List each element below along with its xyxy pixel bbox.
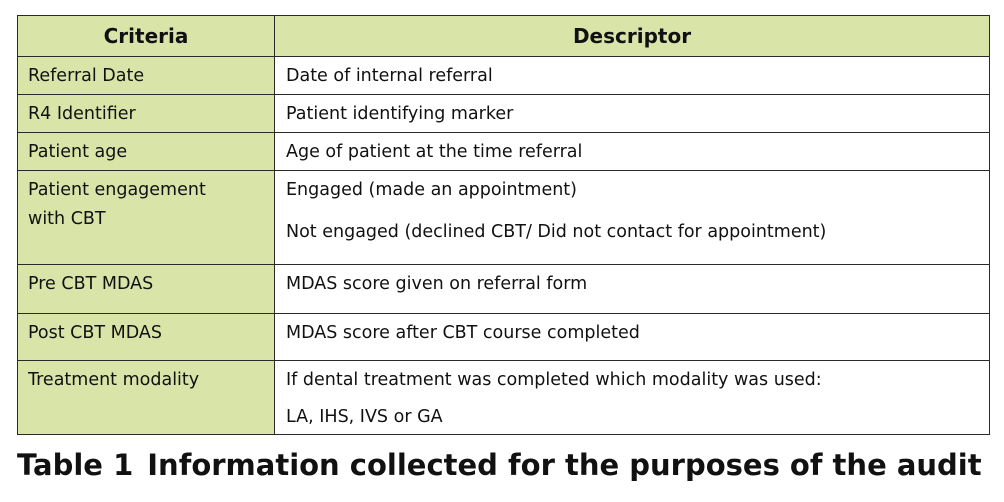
caption-text: Information collected for the purposes o… — [147, 448, 982, 482]
descriptor-text: LA, IHS, IVS or GA — [286, 407, 443, 427]
descriptor-text: Age of patient at the time referral — [286, 142, 583, 162]
table-row: R4 Identifier Patient identifying marker — [17, 94, 990, 133]
header-descriptor: Descriptor — [274, 15, 990, 57]
criteria-text: Patient age — [28, 142, 128, 162]
descriptor-text: Engaged (made an appointment) — [286, 180, 577, 200]
criteria-descriptor-table: Criteria Descriptor Referral Date Date o… — [17, 15, 990, 435]
descriptor-text: Not engaged (declined CBT/ Did not conta… — [286, 222, 827, 242]
criteria-text: Referral Date — [28, 66, 145, 86]
table-caption: Table 1 Information collected for the pur… — [17, 448, 982, 482]
descriptor-cell: Engaged (made an appointment) Not engage… — [274, 170, 990, 265]
descriptor-cell: Date of internal referral — [274, 56, 990, 95]
descriptor-cell: MDAS score after CBT course completed — [274, 313, 990, 361]
criteria-text: R4 Identifier — [28, 104, 136, 124]
criteria-text: Treatment modality — [28, 370, 200, 390]
criteria-text: with CBT — [28, 209, 106, 229]
table-header-row: Criteria Descriptor — [17, 15, 990, 57]
criteria-text: Pre CBT MDAS — [28, 274, 154, 294]
table-row: Referral Date Date of internal referral — [17, 56, 990, 95]
criteria-cell: Pre CBT MDAS — [17, 264, 275, 314]
descriptor-cell: MDAS score given on referral form — [274, 264, 990, 314]
descriptor-text: Patient identifying marker — [286, 104, 514, 124]
descriptor-cell: Patient identifying marker — [274, 94, 990, 133]
caption-number: Table 1 — [17, 448, 134, 482]
criteria-cell: Post CBT MDAS — [17, 313, 275, 361]
criteria-cell: R4 Identifier — [17, 94, 275, 133]
descriptor-cell: If dental treatment was completed which … — [274, 360, 990, 435]
descriptor-text: Date of internal referral — [286, 66, 493, 86]
criteria-cell: Patient engagement with CBT — [17, 170, 275, 265]
criteria-text: Post CBT MDAS — [28, 323, 163, 343]
table-row: Pre CBT MDAS MDAS score given on referra… — [17, 264, 990, 314]
header-criteria: Criteria — [17, 15, 275, 57]
criteria-cell: Patient age — [17, 132, 275, 171]
table-row: Patient age Age of patient at the time r… — [17, 132, 990, 171]
criteria-text: Patient engagement — [28, 180, 206, 200]
criteria-cell: Referral Date — [17, 56, 275, 95]
table-row: Post CBT MDAS MDAS score after CBT cours… — [17, 313, 990, 361]
table-row: Patient engagement with CBT Engaged (mad… — [17, 170, 990, 265]
descriptor-text: MDAS score given on referral form — [286, 274, 588, 294]
descriptor-text: If dental treatment was completed which … — [286, 370, 822, 390]
criteria-cell: Treatment modality — [17, 360, 275, 435]
descriptor-cell: Age of patient at the time referral — [274, 132, 990, 171]
table-row: Treatment modality If dental treatment w… — [17, 360, 990, 435]
descriptor-text: MDAS score after CBT course completed — [286, 323, 640, 343]
